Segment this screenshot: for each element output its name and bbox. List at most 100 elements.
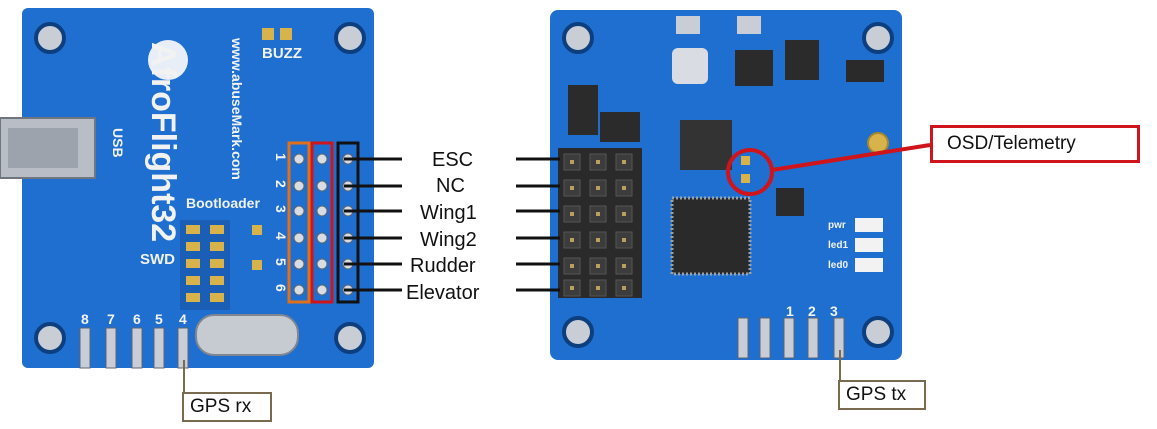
mount-hole: [562, 22, 594, 54]
pin-pad: [293, 180, 305, 192]
bootloader-pad-array: [180, 220, 230, 310]
usb-connector-inner: [8, 128, 78, 168]
servo-pin-tip: [622, 212, 626, 216]
buzz-silkscreen: BUZZ: [262, 45, 302, 62]
osd-connector-line: [771, 143, 931, 172]
chip: [776, 188, 804, 216]
pin-number: 5: [155, 311, 163, 327]
left-pcb: [22, 8, 374, 368]
servo-pin-tip: [596, 264, 600, 268]
bootloader-jumper: [252, 260, 262, 270]
swd-silkscreen: SWD: [140, 251, 175, 268]
servo-pin-tip: [596, 186, 600, 190]
pin-number: 3: [830, 303, 838, 319]
mount-hole: [562, 316, 594, 348]
servo-pin-tip: [570, 264, 574, 268]
pin-number: 8: [81, 311, 89, 327]
mount-hole: [334, 22, 366, 54]
usb-silkscreen: USB: [110, 128, 126, 158]
pin-number: 7: [107, 311, 115, 327]
pin-number: 1: [273, 153, 289, 161]
pin-number: 1: [786, 303, 794, 319]
servo-pin-tip: [596, 238, 600, 242]
pin-pad: [293, 258, 305, 270]
left-pin-pads: [293, 153, 354, 296]
pin-label-wing2: Wing2: [420, 229, 477, 251]
pin-number: 3: [273, 205, 289, 213]
pressure-sensor: [672, 48, 708, 84]
mcu-chip: [670, 196, 752, 276]
pin-label-nc: NC: [436, 175, 465, 197]
chip: [600, 112, 640, 142]
servo-pin-tip: [570, 186, 574, 190]
mount-hole: [34, 322, 66, 354]
servo-pin-tip: [596, 286, 600, 290]
led-0: [855, 258, 883, 272]
side-header: [846, 60, 884, 82]
led-pwr-label: pwr: [828, 220, 846, 231]
servo-pin-tip: [622, 264, 626, 268]
pin-number: 4: [179, 311, 187, 327]
servo-header-block: [558, 148, 642, 298]
servo-pin-tip: [570, 160, 574, 164]
header-pins: [737, 16, 761, 34]
logo-circle: [148, 40, 188, 80]
buzz-pad: [262, 28, 274, 40]
crystal-oscillator: [195, 314, 299, 356]
pin-pad: [293, 284, 305, 296]
red-column-box: [310, 141, 334, 304]
gps-tx-callout: GPS tx: [838, 380, 926, 410]
pin-label-elevator: Elevator: [406, 282, 480, 304]
chip: [568, 85, 598, 135]
brand-silkscreen: AfroFlight32: [144, 42, 182, 242]
pin-label-esc: ESC: [432, 149, 474, 171]
pin-pad: [316, 258, 328, 270]
servo-pin-tip: [570, 212, 574, 216]
servo-pin-tip: [622, 286, 626, 290]
servo-pin-tip: [596, 212, 600, 216]
left-bottom-header: [79, 327, 189, 369]
buzz-pad: [280, 28, 292, 40]
pin-number: 4: [273, 232, 289, 240]
pin-label-wing1: Wing1: [420, 202, 477, 224]
mount-hole: [862, 22, 894, 54]
pin-number: 6: [133, 311, 141, 327]
gold-pad: [867, 132, 889, 154]
gps-rx-callout: GPS rx: [182, 392, 272, 422]
pin-pad: [316, 205, 328, 217]
pin-connector-lines: [344, 157, 560, 292]
led-1-label: led1: [828, 240, 848, 251]
pin-pad: [316, 232, 328, 244]
pin-number: 5: [273, 258, 289, 266]
chip: [735, 50, 773, 86]
pin-label-rudder: Rudder: [410, 255, 476, 277]
servo-pin-tip: [596, 160, 600, 164]
black-column-box: [336, 141, 360, 304]
pin-pad: [293, 232, 305, 244]
led-0-label: led0: [828, 260, 848, 271]
pin-pad: [316, 284, 328, 296]
chip: [680, 120, 732, 170]
servo-pin-tip: [570, 286, 574, 290]
pin-number: 2: [273, 180, 289, 188]
servo-pin-tip: [622, 160, 626, 164]
led-1: [855, 238, 883, 252]
bootloader-jumper: [252, 225, 262, 235]
pin-number: 6: [273, 284, 289, 292]
pin-pad: [316, 153, 328, 165]
servo-pin-tip: [622, 238, 626, 242]
led-pwr: [855, 218, 883, 232]
osd-pad: [741, 174, 750, 183]
osd-pad: [741, 156, 750, 165]
osd-telemetry-callout: OSD/Telemetry: [930, 125, 1140, 163]
pin-pad: [316, 180, 328, 192]
pin-pad: [293, 153, 305, 165]
servo-pin-tip: [570, 238, 574, 242]
mount-hole: [862, 316, 894, 348]
servo-pin-tip: [622, 186, 626, 190]
url-silkscreen: www.abuseMark.com: [229, 37, 245, 180]
pin-number: 2: [808, 303, 816, 319]
bootloader-silkscreen: Bootloader: [186, 195, 260, 211]
